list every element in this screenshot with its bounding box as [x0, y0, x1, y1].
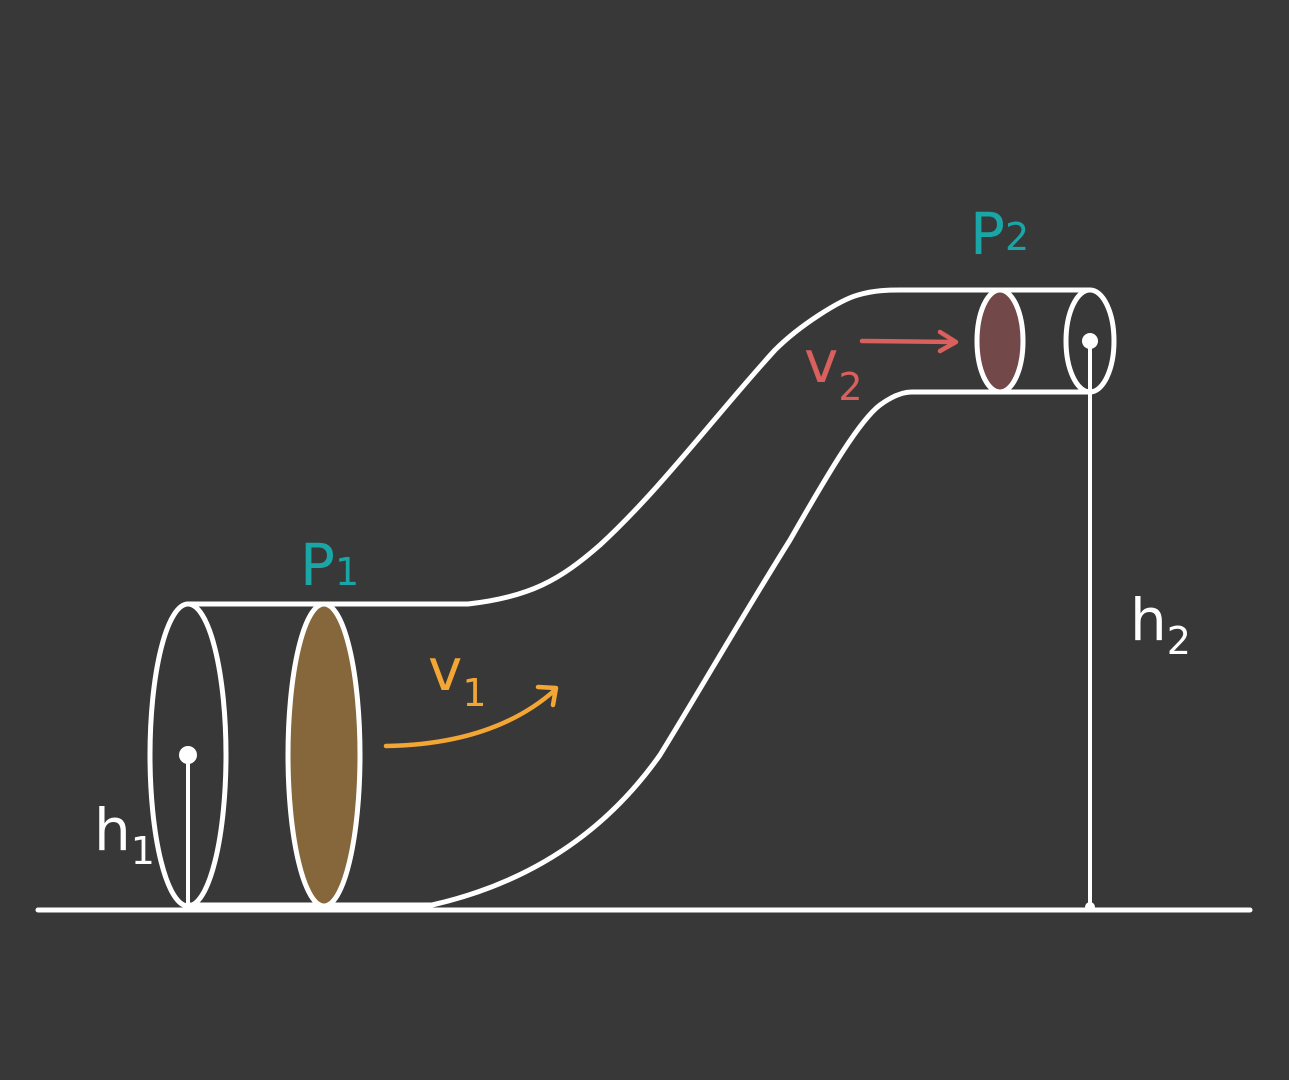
h1-label-sub: 1 — [131, 829, 155, 873]
p2-label-main: P — [970, 200, 1005, 268]
h2-label-main: h — [1130, 586, 1167, 654]
v1-label-main: v — [428, 636, 462, 704]
v2-velocity-arrow — [859, 329, 959, 354]
h1-label: h1 — [94, 796, 155, 873]
h2-label-sub: 2 — [1167, 619, 1191, 663]
h1-height-marker — [179, 746, 197, 908]
outlet-cross-section — [974, 287, 1026, 395]
p1-label-main: P — [300, 531, 335, 599]
p1-label: P1 — [300, 531, 359, 599]
pipe-bottom-outline — [185, 389, 1093, 908]
v1-label-sub: 1 — [462, 671, 486, 715]
p1-label-sub: 1 — [335, 550, 359, 594]
h1-center-dot — [179, 746, 197, 764]
v2-label: v2 — [804, 328, 863, 409]
v1-velocity-arrow — [383, 684, 559, 749]
p2-label: P2 — [970, 200, 1029, 268]
h2-label: h2 — [1130, 586, 1191, 663]
h1-label-main: h — [94, 796, 131, 864]
v2-label-sub: 2 — [838, 365, 862, 409]
pipe-top-outline — [185, 287, 1093, 607]
h2-ground-dot — [1085, 902, 1095, 912]
v2-label-main: v — [804, 328, 838, 396]
v1-label: v1 — [428, 636, 487, 715]
p2-label-sub: 2 — [1005, 215, 1029, 259]
inlet-cross-section — [285, 601, 363, 909]
h2-center-dot — [1082, 333, 1098, 349]
h2-height-marker — [1082, 333, 1098, 912]
